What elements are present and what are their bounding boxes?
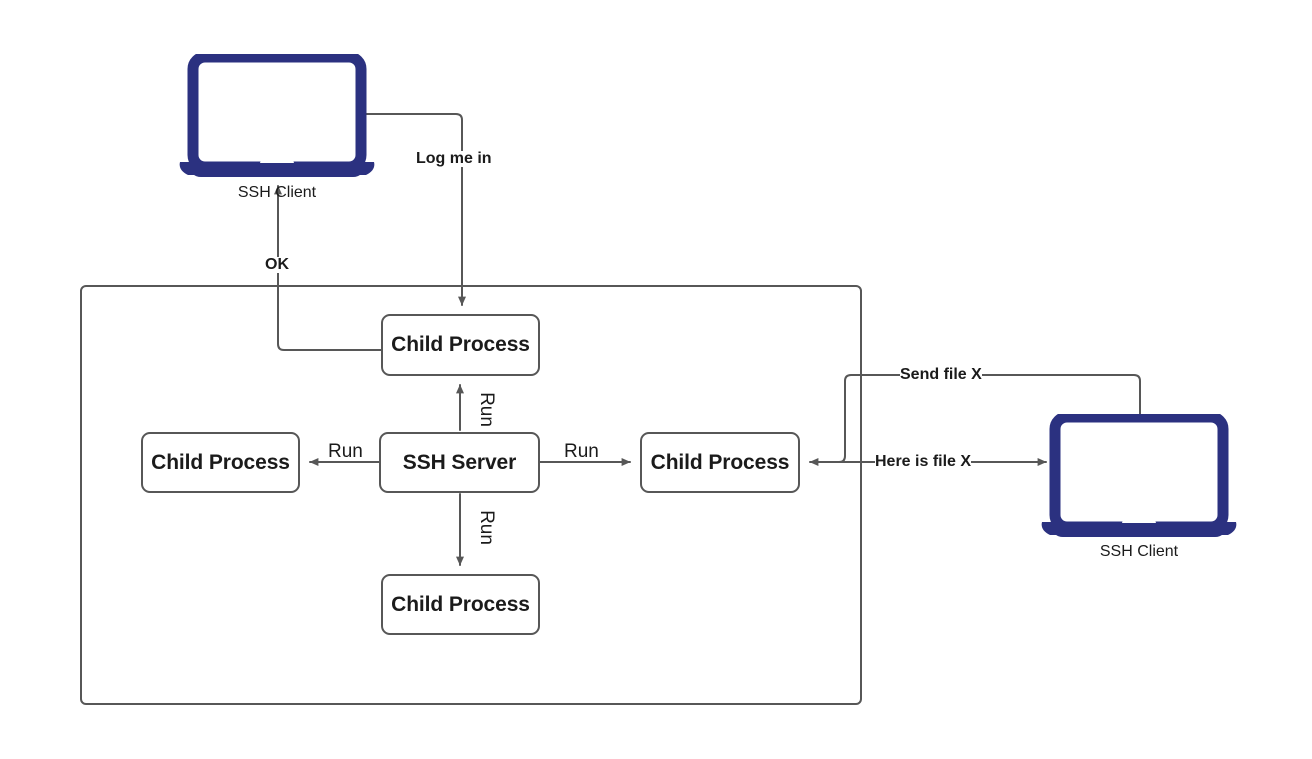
ssh-client-right-label: SSH Client — [1099, 543, 1179, 560]
node-child-process-bottom[interactable]: Child Process — [381, 574, 540, 635]
ssh-client-right-icon — [1040, 414, 1238, 538]
edge-label-send-file-x: Send file X — [900, 366, 982, 383]
edge-label-here-is-file-x: Here is file X — [875, 453, 972, 470]
node-ssh-server[interactable]: SSH Server — [379, 432, 540, 493]
edge-ok-line — [274, 185, 382, 351]
edge-label-ok: OK — [265, 256, 289, 273]
node-child-process-left[interactable]: Child Process — [141, 432, 300, 493]
edge-login-line — [365, 113, 466, 306]
ssh-server-boundary — [80, 285, 862, 705]
edge-send-file-line — [809, 374, 1141, 466]
node-child-process-right[interactable]: Child Process — [640, 432, 800, 493]
ssh-client-left-icon — [178, 54, 376, 178]
edge-label-run-right: Run — [561, 442, 602, 461]
edge-label-log-me-in: Log me in — [416, 150, 492, 167]
edge-label-run-down: Run — [474, 507, 498, 548]
ssh-client-left-label: SSH Client — [237, 184, 317, 201]
edge-label-run-up: Run — [474, 389, 498, 430]
edge-label-run-left: Run — [325, 442, 366, 461]
node-child-process-top[interactable]: Child Process — [381, 314, 540, 376]
